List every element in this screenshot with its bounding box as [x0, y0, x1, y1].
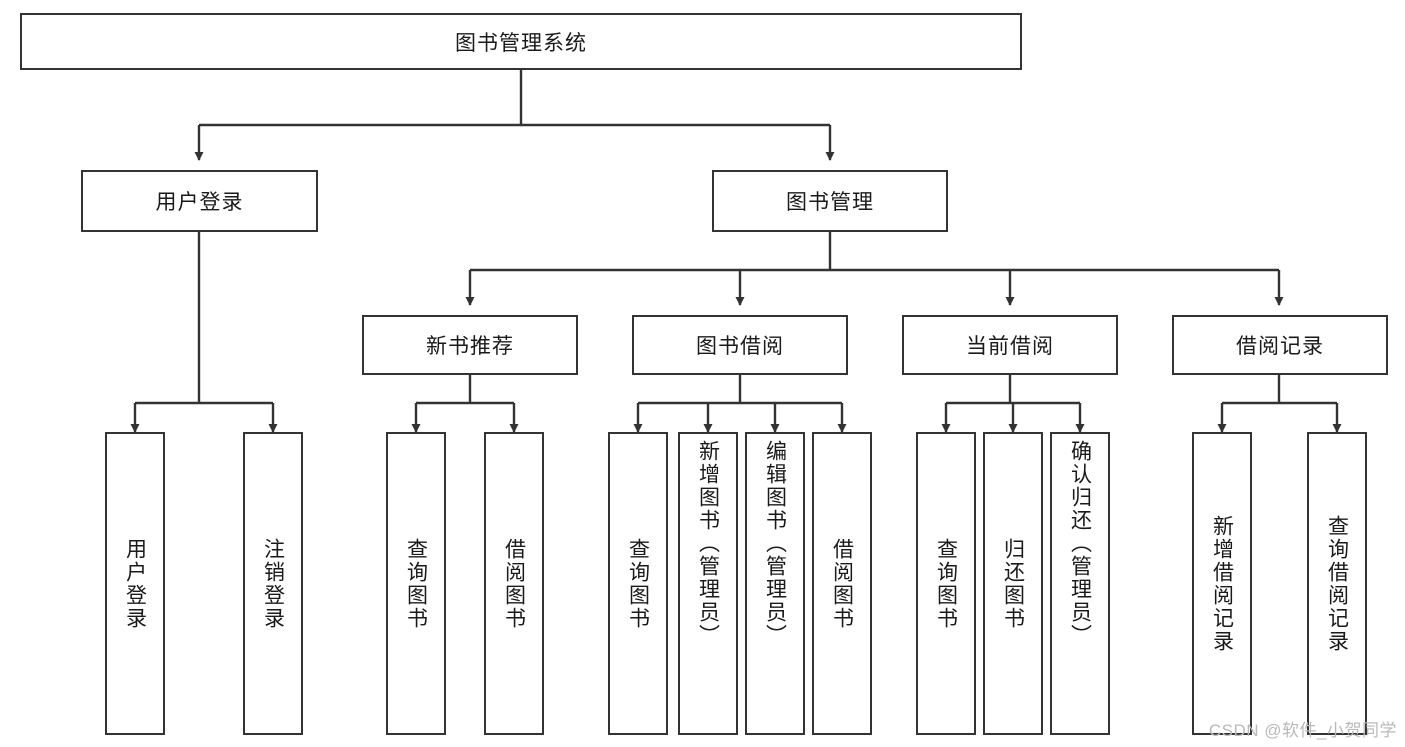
node-label: 编辑图书（管理员） — [763, 440, 787, 647]
node-current-borrow[interactable]: 当前借阅 — [902, 315, 1118, 375]
leaf-query-borrow-record[interactable]: 查询借阅记录 — [1307, 432, 1367, 735]
leaf-add-book[interactable]: 新增图书（管理员） — [678, 432, 738, 735]
node-label: 注销登录 — [261, 537, 285, 630]
csdn-watermark: CSDN @软件_小贺同学 — [1208, 721, 1397, 740]
node-label: 确认归还（管理员） — [1068, 440, 1092, 647]
node-label: 查询图书 — [934, 537, 958, 630]
node-label: 当前借阅 — [966, 335, 1054, 358]
node-label: 图书管理 — [786, 191, 874, 214]
node-label: 用户登录 — [155, 191, 244, 214]
node-label: 归还图书 — [1001, 537, 1025, 630]
node-label: 图书管理系统 — [455, 31, 587, 55]
node-label: 新增图书（管理员） — [696, 440, 720, 647]
leaf-query-book-2[interactable]: 查询图书 — [608, 432, 668, 735]
leaf-user-login[interactable]: 用户登录 — [105, 432, 165, 735]
node-new-book-recommend[interactable]: 新书推荐 — [362, 315, 578, 375]
node-label: 查询图书 — [404, 537, 428, 630]
leaf-borrow-book-2[interactable]: 借阅图书 — [812, 432, 872, 735]
leaf-confirm-return[interactable]: 确认归还（管理员） — [1050, 432, 1110, 735]
leaf-return-book[interactable]: 归还图书 — [983, 432, 1043, 735]
node-label: 借阅记录 — [1236, 335, 1324, 358]
node-label: 图书借阅 — [696, 335, 784, 358]
leaf-edit-book[interactable]: 编辑图书（管理员） — [745, 432, 805, 735]
leaf-borrow-book-1[interactable]: 借阅图书 — [484, 432, 544, 735]
node-book-management-system[interactable]: 图书管理系统 — [20, 13, 1022, 70]
leaf-add-borrow-record[interactable]: 新增借阅记录 — [1192, 432, 1252, 735]
node-label: 新书推荐 — [426, 335, 514, 358]
node-label: 用户登录 — [123, 537, 147, 630]
node-book-borrow[interactable]: 图书借阅 — [632, 315, 848, 375]
leaf-query-book-1[interactable]: 查询图书 — [386, 432, 446, 735]
node-label: 查询图书 — [626, 537, 650, 630]
node-borrow-record[interactable]: 借阅记录 — [1172, 315, 1388, 375]
node-label: 新增借阅记录 — [1210, 514, 1234, 653]
leaf-logout-login[interactable]: 注销登录 — [243, 432, 303, 735]
node-label: 查询借阅记录 — [1325, 514, 1349, 653]
leaf-query-book-3[interactable]: 查询图书 — [916, 432, 976, 735]
node-label: 借阅图书 — [830, 537, 854, 630]
node-label: 借阅图书 — [502, 537, 526, 630]
node-user-login[interactable]: 用户登录 — [81, 170, 318, 232]
node-book-management[interactable]: 图书管理 — [712, 170, 948, 232]
